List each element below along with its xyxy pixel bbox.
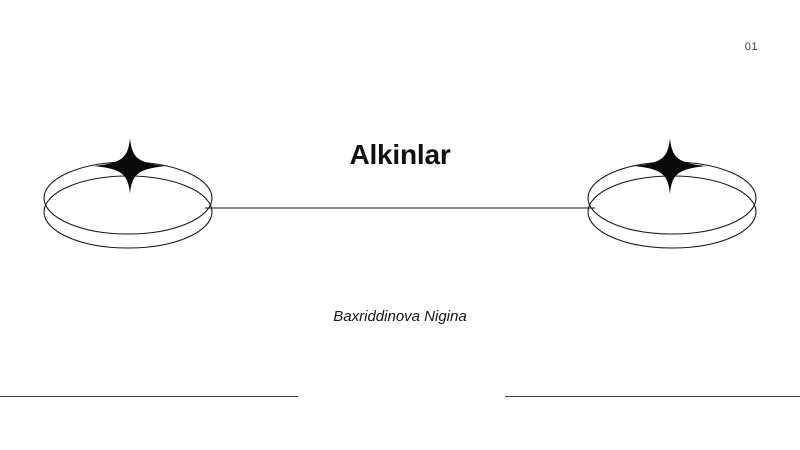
bottom-rule-right xyxy=(505,396,800,397)
left-ellipse-upper xyxy=(43,161,213,235)
left-ellipse-lower xyxy=(43,175,213,249)
author-subtitle: Baxriddinova Nigina xyxy=(333,308,467,325)
bottom-rule-left xyxy=(0,396,298,397)
right-ellipse-lower xyxy=(587,175,757,249)
page-number: 01 xyxy=(744,41,758,53)
right-ellipse-upper xyxy=(587,161,757,235)
page-title: Alkinlar xyxy=(349,139,451,170)
